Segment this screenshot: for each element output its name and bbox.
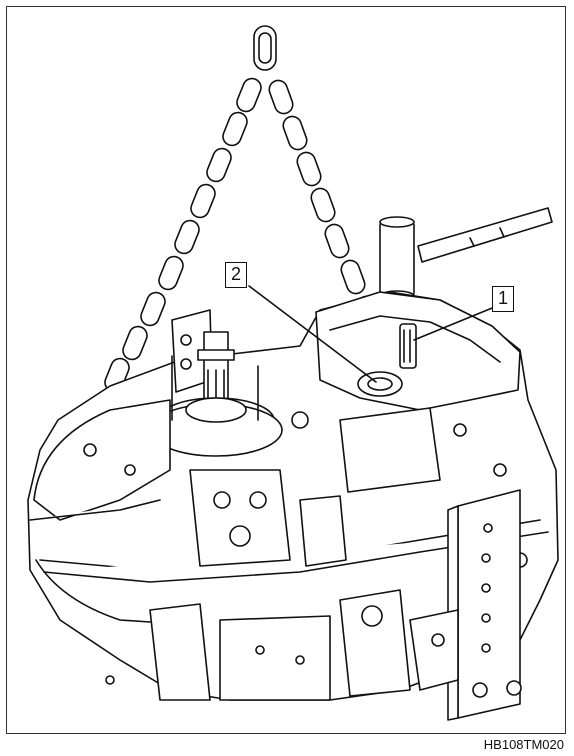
callout-leader-2 — [248, 285, 377, 383]
transmission-housing — [27, 291, 559, 701]
mounting-bracket — [409, 489, 522, 721]
callout-leader-1 — [413, 305, 498, 341]
callout-label-1: 1 — [492, 286, 514, 312]
callout-label-2: 2 — [225, 262, 247, 288]
figure-caption: HB108TM020 — [483, 737, 564, 752]
hammer — [379, 207, 553, 302]
